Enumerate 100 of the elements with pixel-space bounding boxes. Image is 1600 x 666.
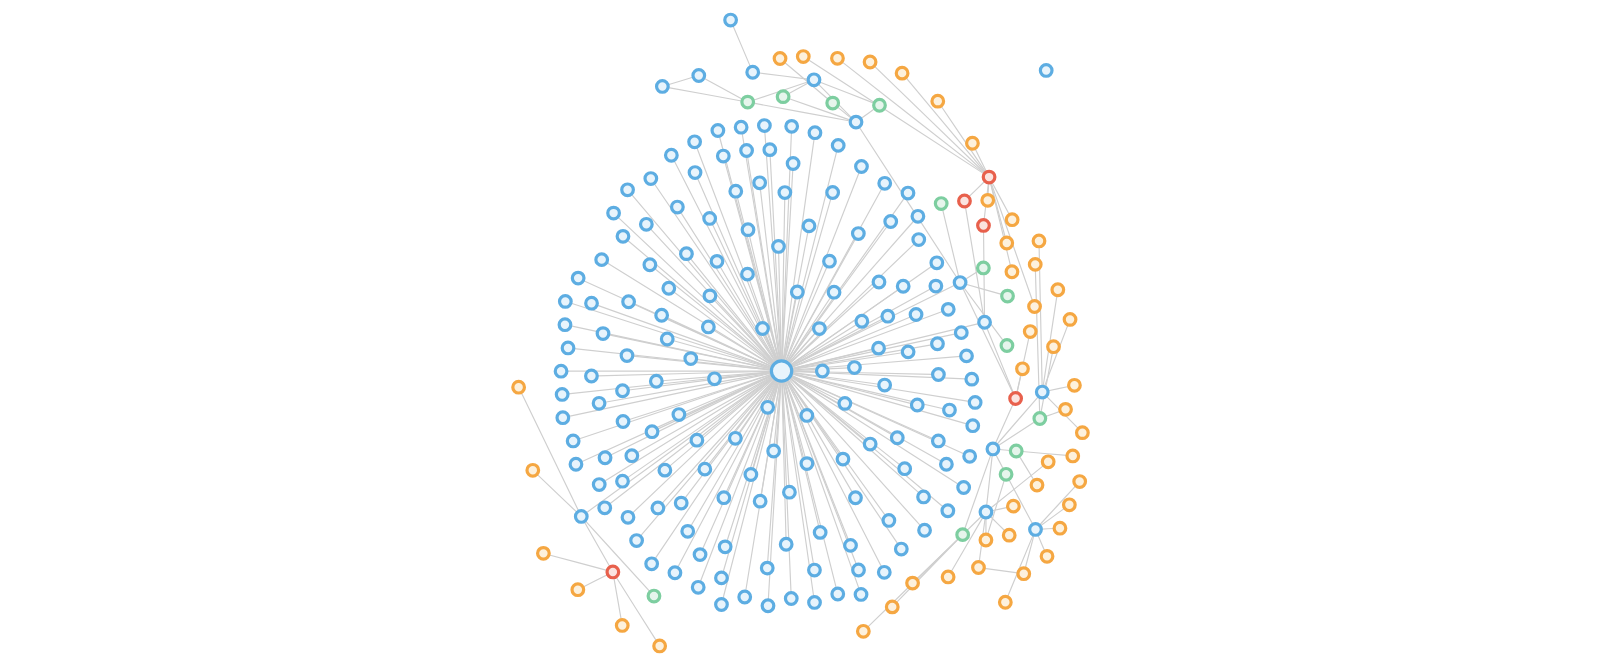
connector	[731, 24, 751, 68]
node-circle	[1034, 384, 1050, 400]
node-circle	[615, 228, 630, 244]
connector	[784, 380, 849, 541]
node-circle	[614, 383, 630, 399]
connector	[630, 193, 776, 364]
connector	[983, 567, 1018, 574]
node-circle	[620, 294, 636, 310]
node-circle	[663, 147, 679, 163]
node-circle	[1038, 63, 1054, 78]
node-circle	[736, 589, 752, 605]
connector	[784, 171, 860, 362]
connector	[689, 379, 777, 527]
node-circle	[967, 395, 983, 410]
connector	[789, 318, 883, 367]
node-circle	[554, 387, 570, 402]
node-circle	[605, 205, 621, 221]
node-circle	[1015, 566, 1031, 582]
connector	[866, 538, 959, 628]
node-circle	[679, 523, 695, 539]
node-circle	[742, 467, 758, 482]
node-circle	[930, 367, 946, 382]
node-circle	[889, 430, 905, 446]
node-circle	[939, 503, 955, 519]
connector	[789, 323, 857, 366]
node-circle	[781, 484, 797, 500]
node-circle	[752, 493, 768, 509]
node-circle	[929, 93, 945, 109]
connector	[639, 378, 775, 537]
node-circle	[765, 443, 781, 459]
connector	[784, 266, 828, 363]
node-circle	[894, 65, 909, 81]
node-circle	[829, 586, 845, 602]
node-circle	[910, 208, 925, 224]
node-circle	[963, 371, 979, 387]
node-circle	[940, 569, 956, 585]
node-circle	[568, 456, 583, 472]
connector	[649, 228, 775, 364]
connector	[536, 474, 577, 513]
node-circle	[628, 533, 644, 548]
node-circle	[619, 348, 634, 363]
node-circle	[830, 137, 846, 153]
connector	[818, 81, 874, 104]
node-circle	[814, 363, 830, 379]
node-circle	[1045, 339, 1061, 355]
node-circle	[807, 125, 822, 141]
node-circle	[811, 321, 827, 337]
connector	[653, 182, 776, 363]
connector	[786, 225, 888, 364]
node-circle	[850, 226, 866, 241]
node-circle	[855, 623, 871, 639]
connector	[786, 197, 905, 364]
node-circle	[615, 414, 630, 429]
node-circle	[956, 193, 972, 209]
connector	[725, 380, 779, 542]
connector	[961, 287, 1013, 394]
node-circle	[882, 214, 898, 229]
node-circle	[908, 307, 923, 322]
connector	[786, 296, 831, 363]
node-circle	[682, 351, 698, 366]
connector	[784, 380, 857, 565]
connector	[787, 220, 915, 364]
node-circle	[535, 545, 551, 561]
connector	[915, 515, 982, 580]
node-circle	[1029, 477, 1044, 493]
connector	[985, 454, 993, 507]
node-circle	[761, 142, 777, 158]
connector	[616, 216, 774, 365]
connector	[994, 403, 1014, 445]
node-circle	[1074, 425, 1090, 441]
connector	[789, 288, 931, 367]
connector	[787, 332, 816, 364]
node-circle	[900, 185, 915, 201]
node-circle	[604, 564, 620, 580]
node-circle	[801, 218, 816, 234]
node-circle	[955, 480, 971, 495]
connector	[782, 381, 814, 598]
connector	[608, 376, 774, 505]
node-circle	[644, 424, 659, 440]
connector	[672, 291, 774, 366]
connector	[1021, 450, 1067, 456]
connector	[858, 126, 957, 278]
connector	[967, 180, 985, 198]
connector	[673, 160, 777, 363]
connector	[787, 378, 921, 527]
node-circle	[667, 565, 682, 581]
connector	[696, 177, 778, 363]
connector	[666, 76, 693, 86]
connector	[703, 77, 743, 100]
connector	[656, 374, 773, 430]
node-circle	[722, 12, 738, 28]
connector	[873, 65, 985, 174]
connector	[1034, 269, 1040, 414]
connector	[985, 327, 1014, 394]
node-circle	[1061, 497, 1077, 513]
node-circle	[929, 336, 945, 352]
connector	[1044, 410, 1061, 417]
connector	[787, 243, 915, 365]
connector	[582, 574, 608, 588]
connector	[989, 465, 1044, 509]
